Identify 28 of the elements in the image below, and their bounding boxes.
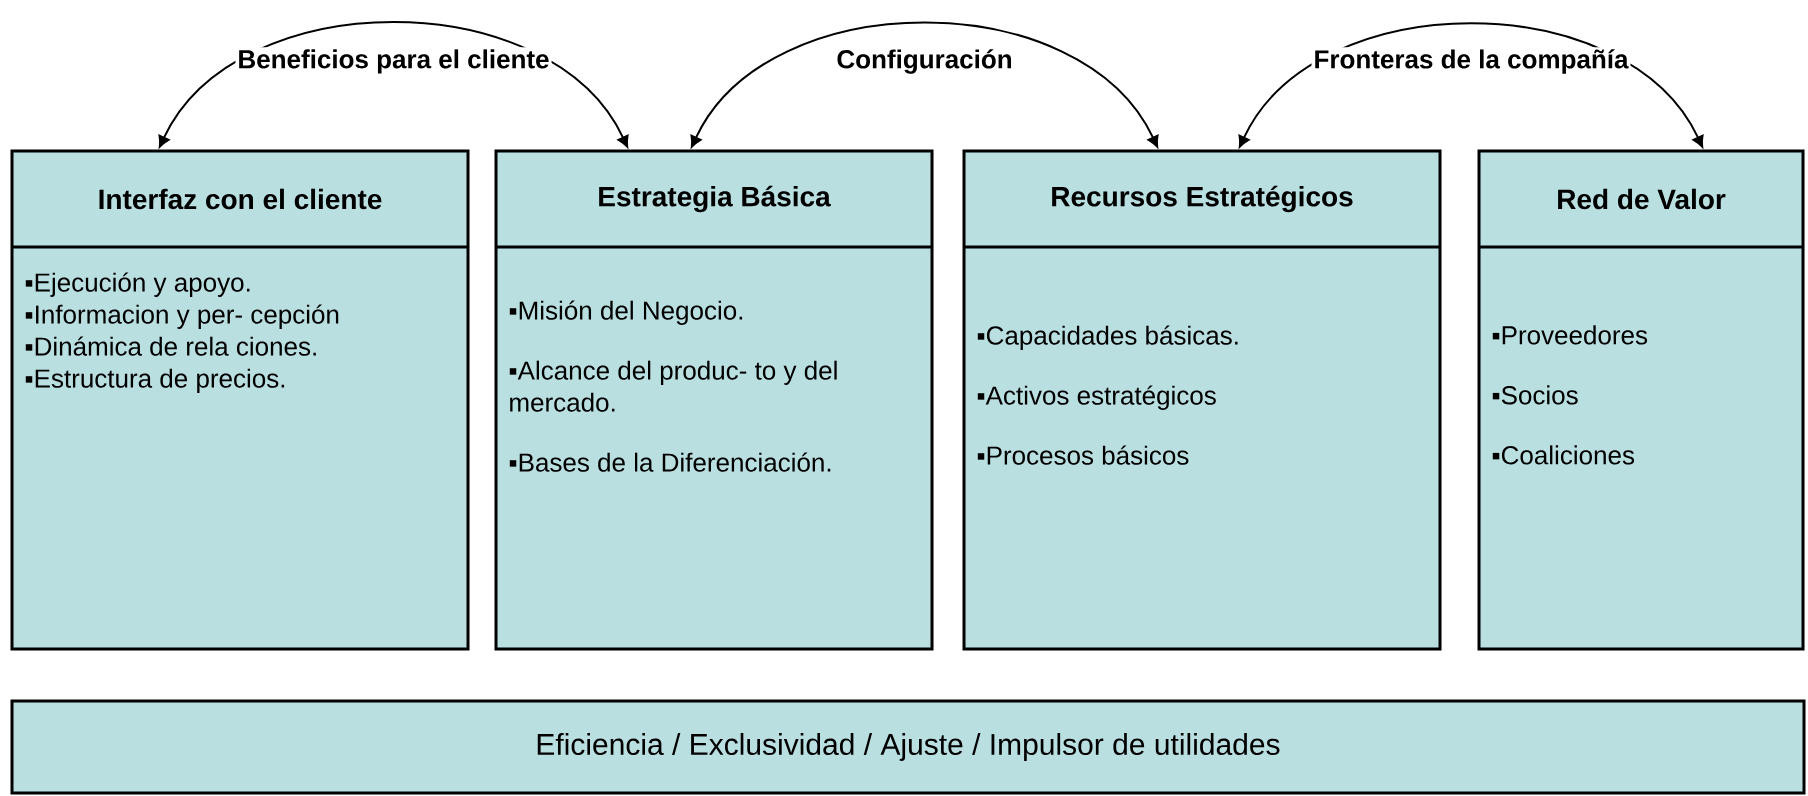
list-item: ▪Estructura de precios. <box>25 368 285 393</box>
curved-arrow <box>690 21 1159 148</box>
column-box <box>10 149 470 651</box>
summary-bar: Eficiencia / Exclusividad / Ajuste / Impulsor de utilidades <box>10 699 1806 795</box>
list-item: ▪Informacion y per- cepción <box>25 304 339 329</box>
column-box <box>1477 149 1805 651</box>
column-box <box>962 149 1442 651</box>
list-item: ▪Proveedores <box>1492 325 1648 345</box>
list-item: ▪Alcance del produc- to y del mercado. <box>509 360 837 412</box>
list-item: ▪Ejecución y apoyo. <box>25 272 250 297</box>
list-item: ▪Dinámica de rela ciones. <box>25 336 316 356</box>
list-item: ▪Procesos básicos <box>977 445 1189 465</box>
list-item: ▪Socios <box>1492 385 1578 405</box>
curved-arrow <box>158 20 629 148</box>
edge-label: Beneficios para el cliente <box>239 49 549 74</box>
list-item: ▪Misión del Negocio. <box>509 300 743 325</box>
column-heading: Estrategia Básica <box>599 185 831 213</box>
column-heading: Recursos Estratégicos <box>1052 185 1353 213</box>
column-heading: Interfaz con el cliente <box>99 188 382 210</box>
curved-arrow <box>1238 22 1704 148</box>
list-item: ▪Capacidades básicas. <box>977 325 1238 350</box>
column-heading: Red de Valor <box>1558 188 1726 210</box>
column-box <box>494 149 934 651</box>
edge-label: Fronteras de la compañía <box>1315 49 1629 74</box>
edge-label: Configuración <box>837 49 1011 74</box>
list-item: ▪Activos estratégicos <box>977 385 1216 410</box>
list-item: ▪Bases de la Diferenciación. <box>509 452 831 472</box>
list-item: ▪Coaliciones <box>1492 445 1635 465</box>
